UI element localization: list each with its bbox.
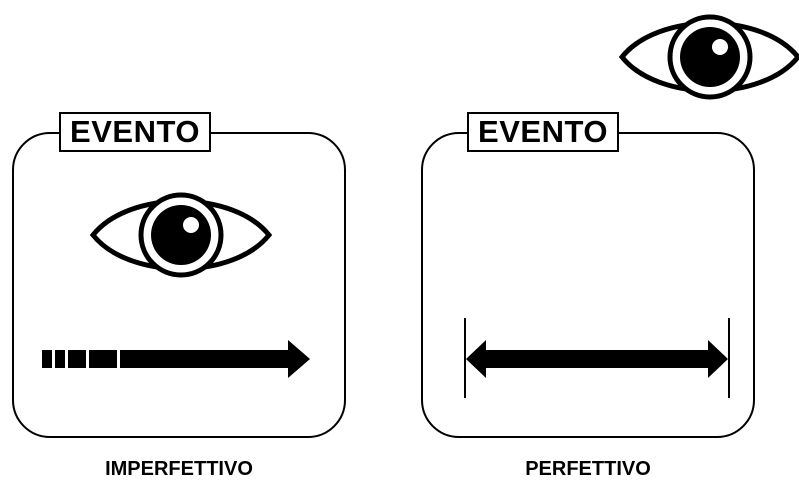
arrow-icon bbox=[42, 340, 310, 378]
perfective-caption: PERFETTIVO bbox=[525, 458, 651, 480]
eye-icon bbox=[618, 14, 799, 100]
event-label-left: EVENTO bbox=[59, 112, 211, 152]
event-label-right: EVENTO bbox=[467, 112, 619, 152]
eye-icon bbox=[89, 192, 273, 278]
imperfective-caption: IMPERFETTIVO bbox=[105, 458, 253, 480]
perfective-event-box bbox=[421, 132, 755, 438]
imperfective-event-box bbox=[12, 132, 346, 438]
double-arrow-icon bbox=[464, 318, 730, 398]
